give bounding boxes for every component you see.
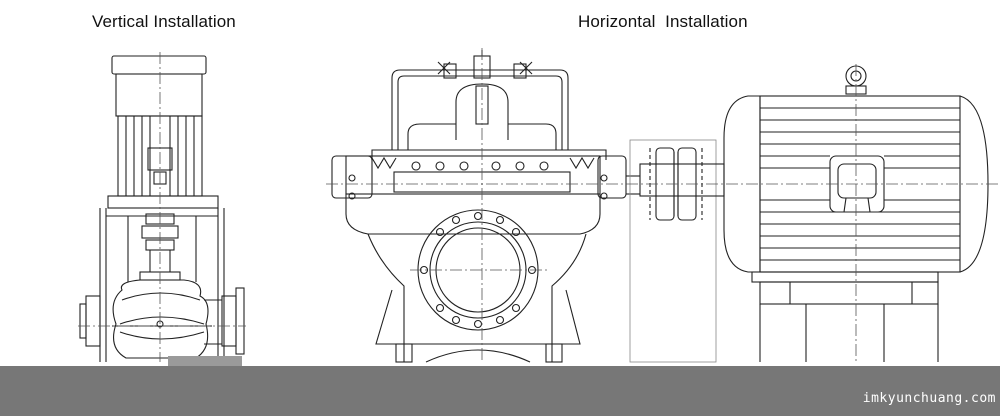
coupling-assembly — [629, 139, 725, 363]
vertical-motor-flange — [107, 195, 219, 209]
vertical-suction-flange — [85, 295, 101, 347]
air-vent-pipe — [391, 69, 569, 150]
split-case-pump — [331, 50, 640, 363]
upper-casing — [345, 155, 601, 195]
horizontal-installation-title: Horizontal Installation — [578, 12, 748, 31]
vertical-pump-assembly — [79, 55, 245, 362]
motor-base — [759, 281, 939, 305]
site-watermark: imkyunchuang.com — [862, 391, 996, 406]
shaft-coupling-hub — [639, 163, 725, 197]
footer-bar — [0, 366, 1000, 416]
right-packing — [569, 156, 595, 170]
motor-top-cover — [115, 73, 203, 117]
right-bearing-housing — [597, 155, 627, 199]
vertical-installation-title: Vertical Installation — [92, 12, 236, 31]
left-packing — [371, 156, 397, 170]
horizontal-motor — [723, 65, 989, 362]
motor-fan-cap — [111, 55, 207, 75]
coupling-guard — [629, 139, 717, 363]
lower-casing-flange — [345, 193, 601, 235]
left-bearing-housing — [331, 155, 373, 199]
motor-cooling-fins — [760, 107, 960, 261]
centerlines — [78, 48, 1000, 362]
footer-highlight — [168, 356, 242, 366]
vertical-pump-casing — [112, 279, 209, 359]
